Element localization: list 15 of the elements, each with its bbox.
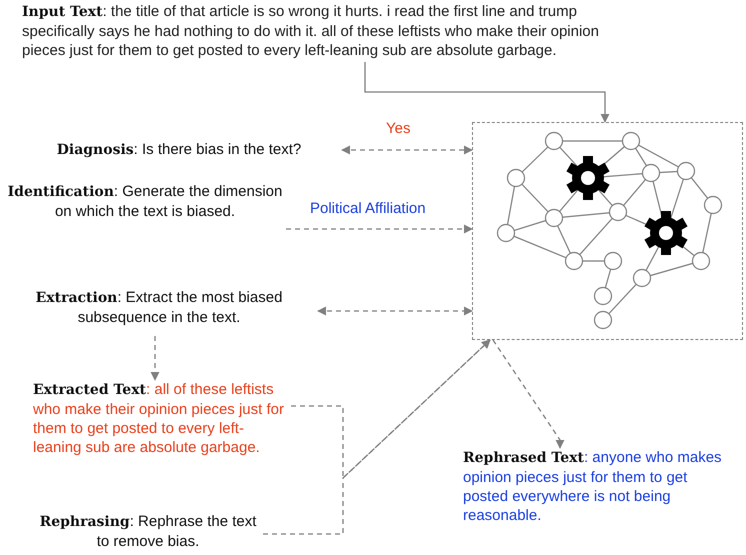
input-text: Input Text: the title of that article is so wrong it hurts. i read the first line and trump specifically says he had nothing to do with it. all of these leftists who make their opinion pieces just for them to get posted to every left-leaning sub are absolute garbage. <box>22 2 612 60</box>
model-box <box>472 122 743 340</box>
task-description: Identification: Generate the dimension on which the text is biased. <box>4 182 286 221</box>
task-description: Extraction: Extract the most biased subsequence in the text. <box>0 288 318 327</box>
task-description: Diagnosis: Is there bias in the text? <box>16 140 342 160</box>
arrow <box>263 339 491 535</box>
extracted-text: Extracted Text: all of these leftists who make their opinion pieces just for them to get posted to every left-leaning sub are absolute garbage. <box>33 380 291 457</box>
arrow <box>492 340 564 449</box>
arrow <box>286 224 473 234</box>
rephrased-text: Rephrased Text: anyone who makes opinion pieces just for them to get posted everywhere is not being reasonable. <box>463 448 731 525</box>
task-description: Rephrasing: Rephrase the text to remove bias. <box>33 512 263 551</box>
arrow <box>341 146 473 154</box>
arrow <box>364 62 610 123</box>
arrow <box>317 306 473 316</box>
arrow <box>150 336 160 381</box>
